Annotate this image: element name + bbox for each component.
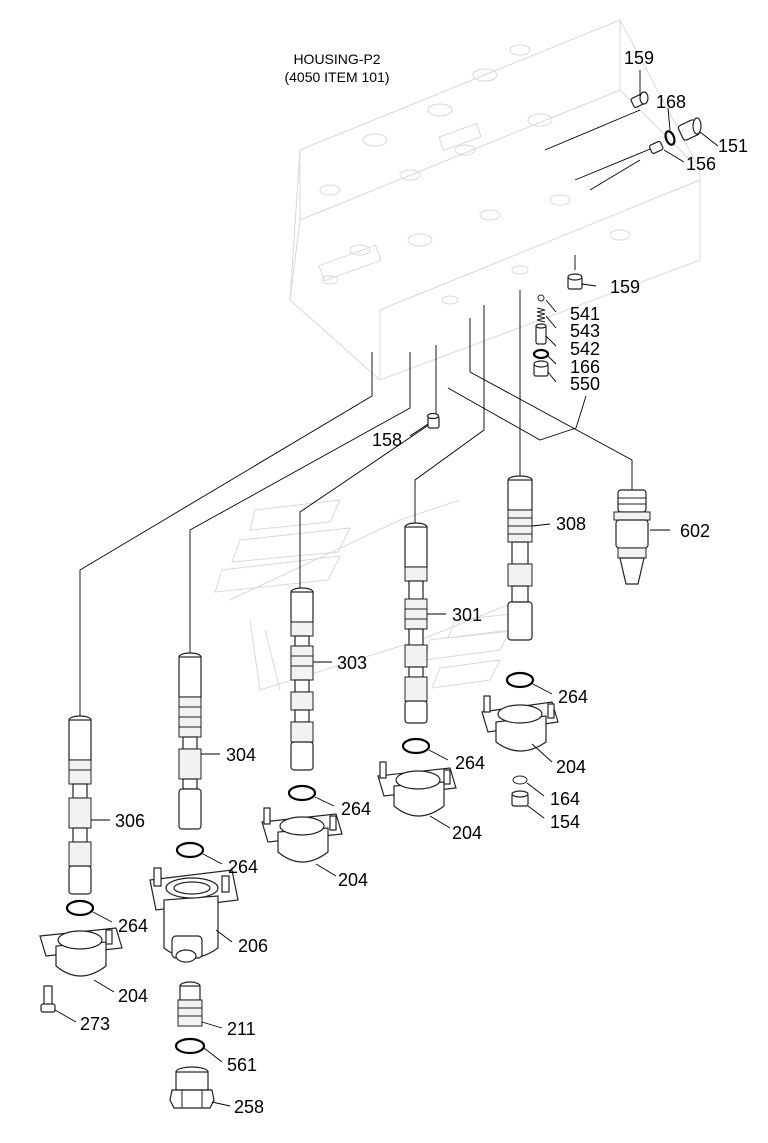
callout-leaders [54,70,719,1107]
callout-label: 159 [610,277,640,297]
callout-label: 542 [570,339,600,359]
plug-159-top [630,91,649,109]
callout-label: 303 [337,653,367,673]
callout-label: 168 [656,92,686,112]
callout-label: 306 [115,811,145,831]
spool-304 [178,652,202,830]
callout-label: 159 [624,48,654,68]
spool-306 [68,715,92,895]
plug-154 [511,790,529,807]
callout-label: 550 [570,374,600,394]
callout-label: 273 [80,1014,110,1034]
callout-label: 264 [341,799,371,819]
callout-label: 258 [234,1097,264,1117]
plug-550 [533,360,549,377]
callout-label: 204 [338,870,368,890]
callout-label: 308 [556,514,586,534]
oring-264-e [65,899,95,917]
callout-label: 264 [118,916,148,936]
housing-title: HOUSING-P2 [293,51,380,67]
plug-159-right [567,273,583,290]
callout-label: 158 [372,430,402,450]
spool-301 [404,522,428,724]
relief-valve-602 [613,489,651,585]
poppet-542 [535,323,547,345]
housing-ghost-outline [289,19,701,381]
callout-label: 154 [550,812,580,832]
callout-label: 541 [570,304,600,324]
callout-label: 264 [558,687,588,707]
spool-303 [290,587,314,771]
spring-543 [536,307,546,323]
oring-166 [532,348,550,360]
callout-label: 602 [680,521,710,541]
plug-156 [648,140,664,155]
plug-258 [169,1066,215,1109]
cover-204-b [377,761,457,817]
callout-label: 206 [238,936,268,956]
cover-204-c [261,807,343,863]
guide-plates-ghost [214,499,531,691]
housing-subtitle: (4050 ITEM 101) [284,69,389,85]
callout-label: 204 [556,757,586,777]
cover-204-a [481,695,559,752]
callout-label: 151 [718,136,748,156]
callout-label: 304 [226,745,256,765]
callout-label: 301 [452,605,482,625]
callout-label: 211 [227,1019,256,1039]
body-206 [149,867,239,963]
oring-164 [512,775,528,785]
callout-label: 264 [228,857,258,877]
part-211 [177,981,203,1027]
callout-label: 561 [227,1055,257,1075]
centerlines [79,109,661,718]
oring-561 [174,1037,206,1055]
callout-label: 166 [570,357,600,377]
cover-204-d [39,927,123,977]
oring-264-b [401,737,431,755]
callout-label: 543 [570,321,600,341]
oring-168 [664,130,676,146]
callout-label: 204 [452,823,482,843]
oring-264-a [505,671,535,689]
bolt-273 [40,985,56,1013]
callout-label: 164 [550,789,580,809]
ball-541 [537,294,545,302]
callout-label: 264 [455,753,485,773]
plug-158 [426,412,440,429]
callout-label: 156 [686,154,716,174]
spool-308 [507,475,533,641]
oring-264-d [175,841,205,859]
callout-label: 204 [118,986,148,1006]
plug-151 [677,117,702,141]
oring-264-c [287,784,317,802]
